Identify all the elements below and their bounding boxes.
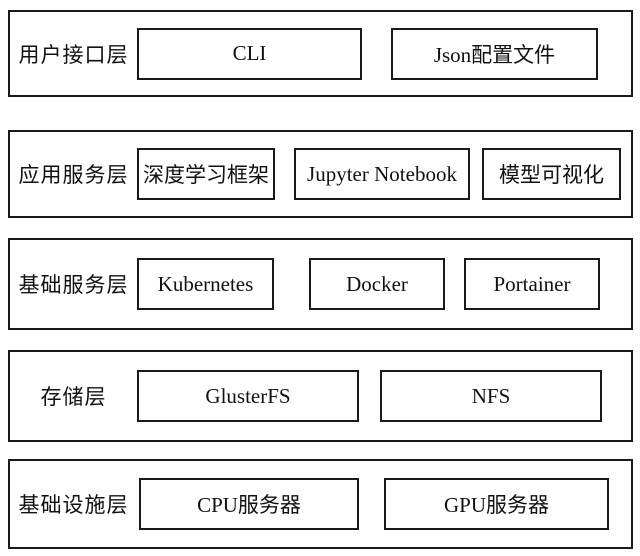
layer-basic-service: 基础服务层 Kubernetes Docker Portainer	[8, 238, 633, 330]
box-cli: CLI	[137, 27, 362, 80]
box-nfs: NFS	[380, 370, 602, 422]
box-nfs-label: NFS	[471, 383, 511, 408]
layer-infrastructure: 基础设施层 CPU服务器 GPU服务器	[8, 459, 633, 549]
box-json-config: Json配置文件	[391, 27, 598, 80]
layer-basic-service-label: 基础服务层	[18, 273, 129, 297]
box-docker: Docker	[309, 258, 445, 310]
box-glusterfs-label: GlusterFS	[205, 383, 291, 408]
box-cpu-server-label: CPU服务器	[197, 493, 301, 517]
box-kubernetes-label: Kubernetes	[157, 271, 254, 296]
layer-infrastructure-label: 基础设施层	[18, 493, 129, 517]
box-kubernetes: Kubernetes	[137, 258, 274, 310]
layer-user-interface-label: 用户接口层	[18, 42, 129, 67]
box-gpu-server-label: GPU服务器	[443, 493, 549, 517]
layer-user-interface: 用户接口层 CLI Json配置文件	[8, 10, 633, 97]
box-jupyter-notebook: Jupyter Notebook	[294, 148, 470, 200]
box-portainer-label: Portainer	[493, 271, 571, 296]
box-gpu-server: GPU服务器	[384, 478, 609, 530]
box-portainer: Portainer	[464, 258, 600, 310]
box-json-config-label: Json配置文件	[433, 42, 556, 67]
layer-storage: 存储层 GlusterFS NFS	[8, 350, 633, 442]
box-model-visualization: 模型可视化	[482, 148, 621, 200]
layer-application-service: 应用服务层 深度学习框架 Jupyter Notebook 模型可视化	[8, 130, 633, 218]
layer-storage-label: 存储层	[40, 385, 107, 409]
box-cpu-server: CPU服务器	[139, 478, 359, 530]
box-glusterfs: GlusterFS	[137, 370, 359, 422]
box-docker-label: Docker	[346, 271, 408, 296]
layer-application-service-label: 应用服务层	[18, 163, 129, 187]
box-jupyter-notebook-label: Jupyter Notebook	[307, 161, 457, 186]
box-dl-framework-label: 深度学习框架	[143, 163, 269, 187]
box-cli-label: CLI	[232, 41, 267, 65]
box-dl-framework: 深度学习框架	[137, 148, 275, 200]
box-model-visualization-label: 模型可视化	[499, 163, 604, 187]
